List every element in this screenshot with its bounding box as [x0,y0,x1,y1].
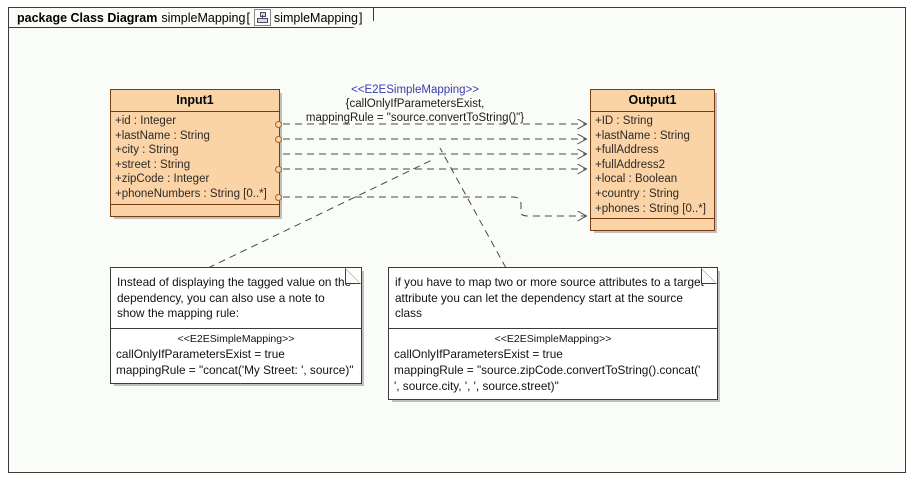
connector-port [275,194,282,201]
note-left-rule-line-1: callOnlyIfParametersExist = true [116,346,285,361]
attribute-row: +zipCode : Integer [115,173,210,186]
note-left-stereotype: <<E2ESimpleMapping>> [177,332,295,345]
note-right-divider: <<E2ESimpleMapping>> callOnlyIfParameter… [389,327,717,399]
attribute-row: +city : String [115,144,179,157]
package-keyword: package Class Diagram [17,10,158,25]
package-frame [8,7,906,473]
note-left[interactable]: Instead of displaying the tagged value o… [110,267,362,384]
connector-port [275,166,282,173]
note-right[interactable]: if you have to map two or more source at… [388,267,718,400]
class-name-output1: Output1 [591,90,714,112]
package-inner-name: simpleMapping [273,10,358,25]
class-attributes-output1: +ID : String +lastName : String +fullAdd… [591,112,714,220]
attribute-row: +street : String [115,158,191,171]
attribute-row: +id : Integer [115,115,177,127]
attribute-row: +lastName : String [595,129,690,142]
note-left-divider: <<E2ESimpleMapping>> callOnlyIfParameter… [111,327,361,383]
tagged-value-line-2: mappingRule = "source.convertToString()"… [305,112,525,124]
class-attributes-input1: +id : Integer +lastName : String +city :… [111,112,279,205]
note-right-rule-line-2: mappingRule = "source.zipCode.convertToS… [394,362,701,377]
class-name-input1: Input1 [111,90,279,112]
note-left-rule-line-2: mappingRule = "concat('My Street: ', sou… [116,362,354,377]
attribute-row: +local : Boolean [595,173,678,186]
attribute-row: +phoneNumbers : String [0..*] [115,187,267,200]
dependency-stereotype-label: <<E2ESimpleMapping>> {callOnlyIfParamete… [290,83,540,125]
note-right-stereotype: <<E2ESimpleMapping>> [494,332,612,345]
tagged-value-line-1: {callOnlyIfParametersExist, [345,98,485,110]
class-box-output1[interactable]: Output1 +ID : String +lastName : String … [590,89,715,232]
class-box-input1[interactable]: Input1 +id : Integer +lastName : String … [110,89,280,217]
connector-port [275,121,282,128]
attribute-row: +country : String [595,187,680,200]
class-diagram-icon [253,9,271,26]
package-header-tab[interactable]: package Class Diagram simpleMapping [ si… [8,7,375,28]
class-operations-input1 [111,205,279,216]
note-left-text: Instead of displaying the tagged value o… [117,275,352,320]
attribute-row: +phones : String [0..*] [595,202,706,215]
note-right-rule-line-3: ', source.city, ', ', source.street)" [394,378,559,393]
package-name: simpleMapping [161,10,246,25]
note-right-text: if you have to map two or more source at… [395,275,704,320]
note-right-rule-line-1: callOnlyIfParametersExist = true [394,346,563,361]
bracket-close: ] [359,10,363,25]
stereotype-text: <<E2ESimpleMapping>> [351,84,479,96]
attribute-row: +lastName : String [115,129,210,142]
class-operations-output1 [591,219,714,230]
attribute-row: +ID : String [595,115,653,127]
connector-port [275,136,282,143]
bracket-open: [ [246,10,250,25]
attribute-row: +fullAddress2 [595,158,665,171]
attribute-row: +fullAddress [595,144,659,157]
